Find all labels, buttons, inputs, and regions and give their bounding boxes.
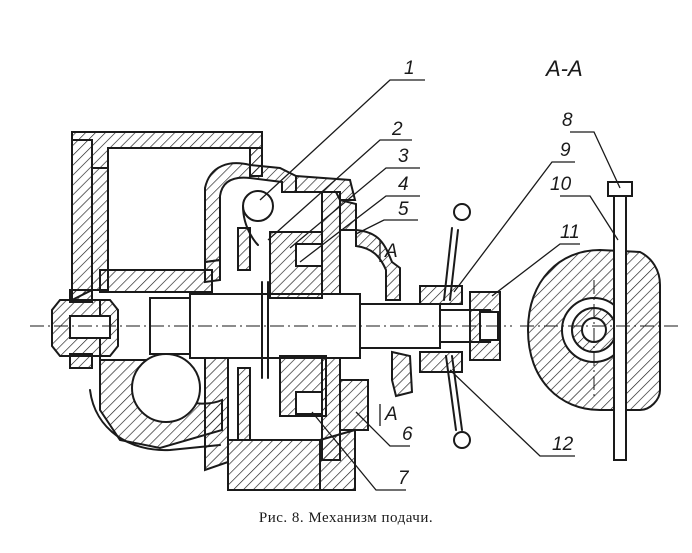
part-label-4: 4 (398, 174, 409, 195)
part-label-12: 12 (552, 434, 574, 455)
part-label-1: 1 (404, 58, 415, 79)
part-label-6: 6 (402, 424, 413, 445)
center-axis (30, 280, 680, 400)
handle-lever (443, 203, 471, 449)
part-label-2: 2 (391, 119, 403, 140)
leader-lines (259, 79, 621, 491)
part-label-11: 11 (560, 222, 580, 243)
part-label-3: 3 (398, 146, 409, 167)
part-label-8: 8 (562, 110, 573, 131)
left-coupling (51, 289, 119, 369)
main-shaft (149, 231, 491, 417)
section-title: А-А (544, 56, 583, 81)
part-label-5: 5 (398, 199, 409, 220)
section-mark-top: А (384, 241, 398, 262)
feed-mechanism-drawing: А-А А А 1 2 3 4 5 6 7 8 9 10 11 12 (30, 56, 680, 491)
housing-left (71, 131, 263, 452)
section-view (526, 181, 661, 461)
figure-caption: Рис. 8. Механизм подачи. (258, 510, 434, 526)
part-label-7: 7 (398, 468, 410, 489)
part-label-9: 9 (560, 140, 571, 161)
section-mark-bottom: А (384, 404, 398, 425)
part-label-10: 10 (550, 174, 572, 195)
